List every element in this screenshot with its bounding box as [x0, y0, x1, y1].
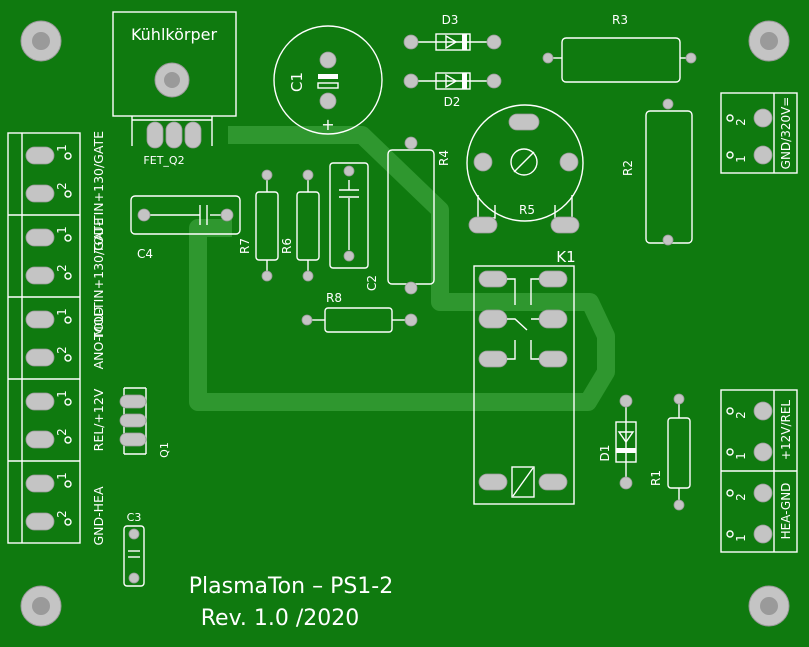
right-conn3-label: HEA-GND: [779, 483, 793, 540]
left-conn3-pin1: 1: [55, 308, 69, 316]
r2-label: R2: [621, 160, 635, 176]
left-conn3-label: ANO-MOD: [91, 307, 106, 370]
board-title: PlasmaTon – PS1-2 Rev. 1.0 /2020: [189, 574, 394, 631]
mounting-holes: [20, 20, 790, 627]
r1-label: R1: [649, 470, 663, 486]
heatsink-label: Kühlkörper: [131, 25, 217, 44]
d3-label: D3: [442, 13, 459, 27]
left-conn1-pin1: 1: [55, 144, 69, 152]
right-conn3-pin2: 2: [734, 493, 748, 501]
resistor-r3: R3: [542, 13, 697, 83]
left-connector-pin-numbers: 1 2 1 2 1 2 1 2 1 2: [55, 144, 69, 518]
capacitor-c2: C2: [329, 162, 379, 291]
copper-traces: [189, 126, 615, 411]
board-title-line2: Rev. 1.0 /2020: [201, 606, 360, 631]
c1-polarity: +: [321, 115, 334, 134]
capacitor-c4: C4: [130, 195, 241, 261]
resistor-r7: R7: [238, 169, 279, 282]
right-conn1-label: GND/320V=: [779, 97, 793, 170]
right-connector-labels: GND/320V= +12V/REL HEA-GND: [779, 97, 793, 540]
r8-label: R8: [326, 291, 342, 305]
r7-label: R7: [238, 238, 252, 254]
r5-label: R5: [519, 203, 535, 217]
r3-label: R3: [612, 13, 628, 27]
diode-d3: D3: [403, 13, 502, 51]
potentiometer-r5: R5: [466, 104, 584, 234]
diode-d1: D1: [598, 394, 637, 490]
left-conn5-label: GND-HEA: [91, 486, 106, 545]
left-conn5-pin1: 1: [55, 472, 69, 480]
resistor-r8: R8: [301, 291, 418, 333]
left-conn5-pin2: 2: [55, 510, 69, 518]
resistor-r4: R4: [387, 136, 451, 295]
heatsink: Kühlkörper FET_Q2: [112, 11, 237, 167]
c4-label: C4: [137, 247, 153, 261]
left-conn1-label: TOU-TIN+130/GATE: [91, 131, 106, 254]
right-conn1-pin2: 2: [734, 118, 748, 126]
right-conn3-pin1: 1: [734, 534, 748, 542]
left-connector-block: [7, 132, 81, 544]
right-conn2-label: +12V/REL: [779, 400, 793, 460]
left-conn4-pin1: 1: [55, 390, 69, 398]
transistor-q1: Q1: [119, 387, 171, 458]
right-connector-gnd-320v: [720, 92, 798, 174]
q1-label: Q1: [158, 442, 171, 458]
right-connector-pin-numbers: 2 1 2 1 2 1: [734, 118, 748, 542]
capacitor-c3: C3: [123, 511, 145, 587]
fet-q2-label: FET_Q2: [143, 154, 184, 167]
left-conn2-pin2: 2: [55, 264, 69, 272]
left-conn1-pin2: 2: [55, 182, 69, 190]
capacitor-c1: C1 +: [273, 25, 383, 135]
left-conn3-pin2: 2: [55, 346, 69, 354]
left-conn4-label: REL/+12V: [91, 388, 106, 451]
right-conn2-pin1: 1: [734, 452, 748, 460]
c3-label: C3: [127, 511, 142, 524]
right-connector-12v-hea: [720, 389, 798, 553]
resistor-r1: R1: [649, 393, 691, 511]
resistor-r6: R6: [280, 169, 320, 282]
r6-label: R6: [280, 238, 294, 254]
c2-label: C2: [365, 275, 379, 291]
r4-label: R4: [437, 150, 451, 166]
relay-k1: K1: [473, 248, 576, 505]
right-conn2-pin2: 2: [734, 411, 748, 419]
d1-label: D1: [598, 445, 612, 462]
left-conn2-pin1: 1: [55, 226, 69, 234]
diode-d2: D2: [403, 72, 502, 109]
left-conn2-label: TOU-TIN+130/GATE: [91, 218, 106, 341]
resistor-r2: R2: [621, 98, 693, 246]
d2-label: D2: [444, 95, 461, 109]
k1-label: K1: [556, 248, 575, 266]
c1-label: C1: [288, 72, 306, 92]
right-conn1-pin1: 1: [734, 155, 748, 163]
left-connector-labels: TOU-TIN+130/GATE TOU-TIN+130/GATE ANO-MO…: [91, 131, 106, 546]
left-conn4-pin2: 2: [55, 428, 69, 436]
board-title-line1: PlasmaTon – PS1-2: [189, 574, 394, 599]
